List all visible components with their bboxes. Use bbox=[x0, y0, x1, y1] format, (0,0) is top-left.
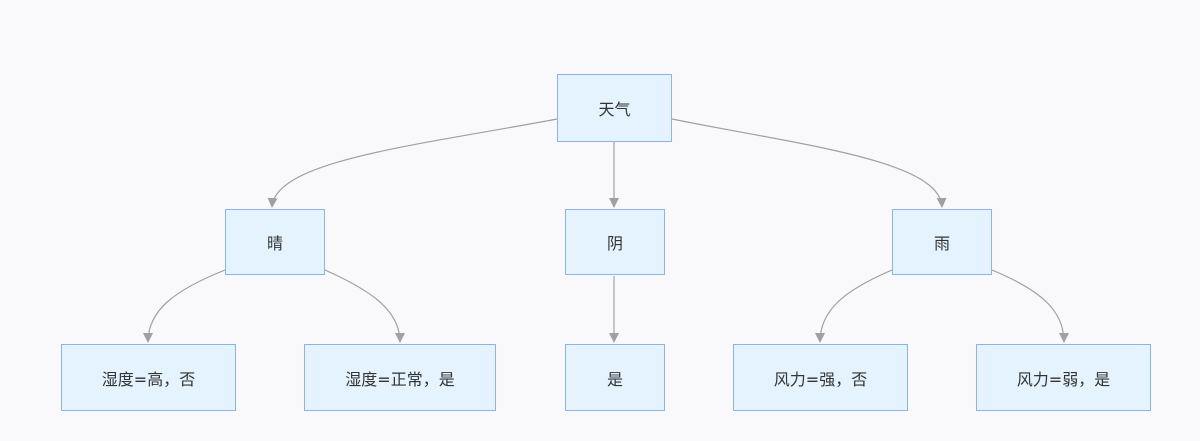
edge-rainy-to-wind-strong bbox=[815, 269, 893, 343]
leaf-humidity-high: 湿度=高，否 bbox=[61, 344, 236, 411]
node-label: 湿度=正常，是 bbox=[345, 369, 455, 389]
node-sunny: 晴 bbox=[225, 209, 325, 275]
edge-rainy-to-wind-weak bbox=[991, 269, 1069, 343]
edge-sunny-to-humidity-high bbox=[143, 269, 226, 343]
node-cloudy: 阴 bbox=[565, 209, 665, 275]
leaf-humidity-normal: 湿度=正常，是 bbox=[304, 344, 496, 411]
node-label: 晴 bbox=[266, 234, 283, 253]
node-label: 雨 bbox=[933, 234, 950, 253]
node-label: 风力=强，否 bbox=[773, 369, 868, 389]
node-label: 湿度=高，否 bbox=[101, 369, 196, 389]
leaf-wind-weak: 风力=弱，是 bbox=[976, 344, 1151, 411]
node-label: 天气 bbox=[598, 100, 631, 119]
node-label: 阴 bbox=[606, 234, 623, 253]
leaf-cloudy-yes: 是 bbox=[565, 344, 665, 411]
edge-root-to-sunny bbox=[267, 118, 558, 208]
edge-sunny-to-humidity-normal bbox=[324, 269, 405, 343]
node-weather: 天气 bbox=[557, 74, 672, 142]
node-label: 是 bbox=[606, 369, 623, 389]
node-rainy: 雨 bbox=[892, 209, 992, 275]
node-label: 风力=弱，是 bbox=[1016, 369, 1111, 389]
edge-root-to-rainy bbox=[671, 118, 947, 208]
leaf-wind-strong: 风力=强，否 bbox=[733, 344, 908, 411]
